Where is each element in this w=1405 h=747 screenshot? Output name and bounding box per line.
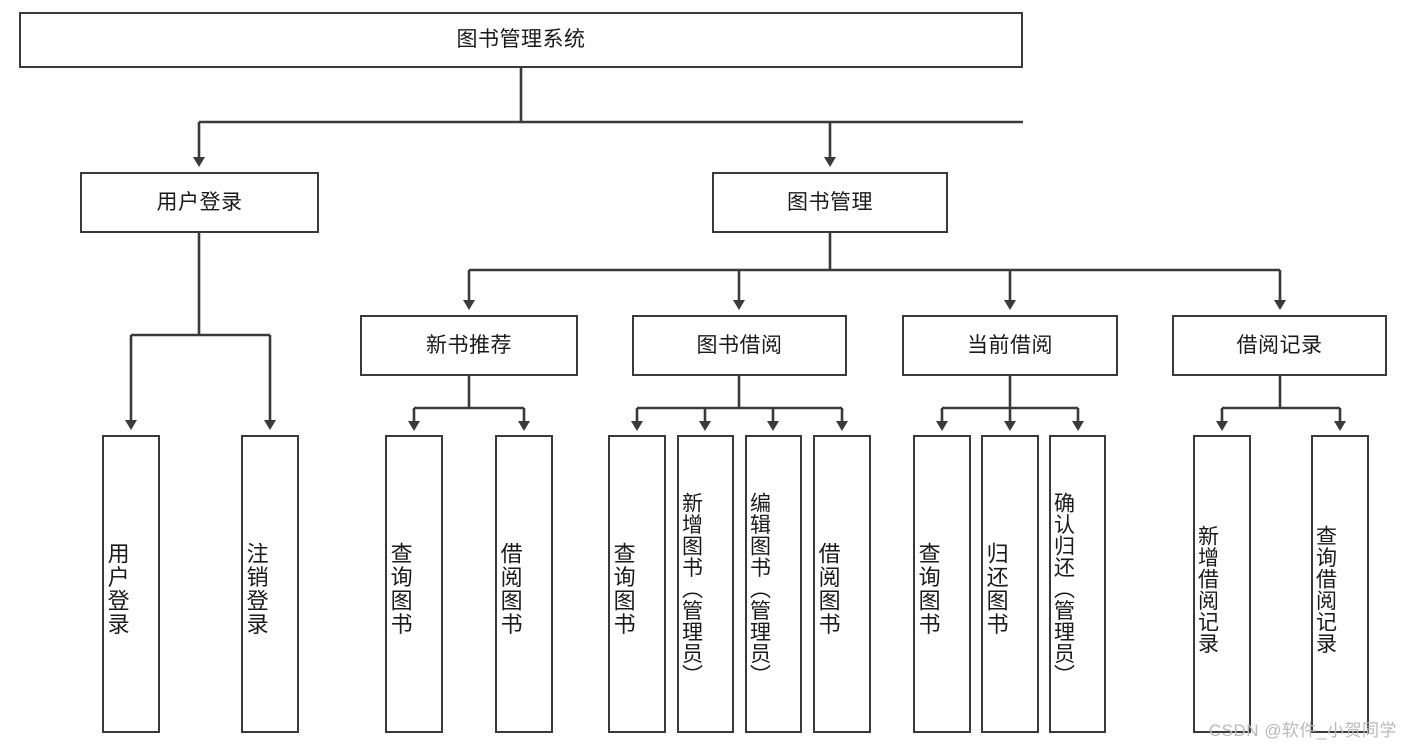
leaf-book-borrow-edit[interactable]: 编辑图书（管理员）: [745, 435, 802, 733]
node-label: 确认归还（管理员）: [1051, 492, 1075, 686]
node-user-login[interactable]: 用户登录: [80, 172, 319, 233]
node-label: 图书借阅: [696, 333, 783, 357]
node-label: 注销登录: [243, 542, 269, 636]
node-label: 归还图书: [983, 542, 1009, 636]
leaf-book-borrow-add[interactable]: 新增图书（管理员）: [677, 435, 734, 733]
node-label: 用户登录: [104, 542, 130, 636]
leaf-new-book-query[interactable]: 查询图书: [385, 435, 443, 733]
node-label: 查询借阅记录: [1313, 524, 1337, 654]
node-label: 图书管理系统: [456, 28, 586, 52]
leaf-user-login-logout[interactable]: 注销登录: [241, 435, 299, 733]
leaf-new-book-borrow[interactable]: 借阅图书: [495, 435, 553, 733]
node-label: 借阅图书: [497, 542, 523, 636]
node-label: 当前借阅: [967, 333, 1053, 357]
leaf-current-borrow-query[interactable]: 查询图书: [913, 435, 971, 733]
node-label: 查询图书: [610, 542, 636, 636]
node-label: 查询图书: [915, 542, 941, 636]
node-label: 查询图书: [387, 542, 413, 636]
leaf-book-borrow-borrow[interactable]: 借阅图书: [813, 435, 871, 733]
leaf-book-borrow-query[interactable]: 查询图书: [608, 435, 666, 733]
leaf-user-login-login[interactable]: 用户登录: [102, 435, 160, 733]
node-book-borrow[interactable]: 图书借阅: [632, 315, 847, 376]
node-label: 新书推荐: [426, 333, 512, 357]
node-label: 借阅图书: [815, 542, 841, 636]
node-current-borrow[interactable]: 当前借阅: [902, 315, 1118, 376]
node-label: 新增借阅记录: [1195, 524, 1219, 654]
node-label: 新增图书（管理员）: [679, 492, 703, 686]
node-label: 图书管理: [787, 190, 873, 214]
leaf-borrow-record-query[interactable]: 查询借阅记录: [1311, 435, 1369, 733]
node-label: 编辑图书（管理员）: [747, 492, 771, 686]
leaf-borrow-record-add[interactable]: 新增借阅记录: [1193, 435, 1251, 733]
node-book-management[interactable]: 图书管理: [712, 172, 948, 233]
node-root-system[interactable]: 图书管理系统: [19, 12, 1023, 68]
leaf-current-borrow-return[interactable]: 归还图书: [981, 435, 1039, 733]
node-borrow-record[interactable]: 借阅记录: [1172, 315, 1387, 376]
leaf-current-borrow-confirm-return[interactable]: 确认归还（管理员）: [1049, 435, 1106, 733]
node-label: 用户登录: [156, 190, 243, 214]
node-new-book-recommend[interactable]: 新书推荐: [360, 315, 578, 376]
node-label: 借阅记录: [1236, 333, 1323, 357]
